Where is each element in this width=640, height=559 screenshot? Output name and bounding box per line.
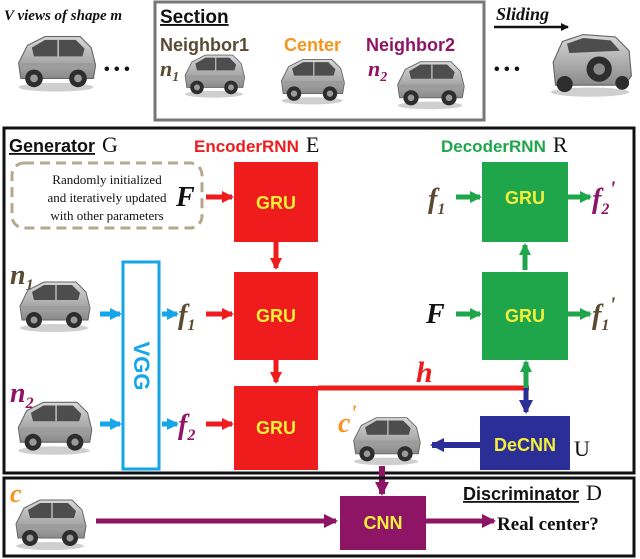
decoder-output-f1-prime: f1' (592, 292, 615, 334)
decoder-output-f2-main: f (592, 184, 604, 215)
section-title: Section (160, 7, 229, 28)
discriminator-panel: Discriminator D c CNN Real center? (2, 476, 636, 558)
c-prime-symbol: c' (338, 400, 357, 439)
init-note-line-2: and iteratively updated (47, 190, 167, 205)
decoder-title-text: DecoderRNN (441, 137, 546, 156)
encoder-gru-3-label: GRU (256, 418, 296, 438)
init-note-line-3: with other parameters (50, 208, 163, 223)
views-label: V views of shape m (4, 8, 122, 24)
vgg-label: VGG (129, 342, 154, 391)
generated-center-car (352, 416, 421, 466)
decoder-gru-mid-label: GRU (505, 306, 545, 326)
decoder-input-f1-main: f (428, 184, 440, 215)
generator-box (2, 126, 636, 475)
decoder-title: DecoderRNN R (441, 132, 568, 157)
f1-feature: f1 (178, 300, 195, 334)
vgg-box (121, 260, 161, 471)
encoder-gru-1 (234, 162, 318, 242)
section-box (153, 0, 486, 122)
n1-input-car (19, 281, 91, 333)
neighbor1-label: Neighbor1 (160, 35, 249, 55)
decoder-input-f1-sub: 1 (437, 201, 445, 218)
discriminator-title: Discriminator D (463, 480, 602, 505)
real-center-car (15, 499, 87, 551)
init-note-line-1: Randomly initialized (52, 172, 162, 187)
center-label: Center (284, 35, 341, 55)
cnn-box (340, 496, 426, 550)
generator-panel: Generator G Randomly initialized and ite… (2, 126, 636, 475)
view-car-right (550, 34, 632, 98)
decoder-gru-mid (482, 272, 568, 360)
sliding-label: Sliding (496, 4, 549, 24)
generator-title: Generator G (9, 132, 118, 157)
center-car (280, 58, 346, 106)
encoder-gru-2-label: GRU (256, 306, 296, 326)
decoder-output-f1-main: f (592, 300, 604, 331)
f2-feature-main: f (178, 410, 190, 441)
c-prime-symbol-main: c (338, 408, 351, 439)
view-car-left (17, 35, 97, 93)
discriminator-box (2, 476, 636, 558)
real-center-output: Real center? (497, 514, 599, 535)
generator-title-text: Generator (9, 136, 95, 156)
dots-right: • • • (494, 61, 520, 78)
decoder-output-f1-prime-mark: ' (609, 292, 615, 317)
f2-feature-sub: 2 (186, 427, 195, 444)
encoder-gru-1-label: GRU (256, 193, 296, 213)
encoder-title: EncoderRNN E (194, 132, 319, 157)
n2-symbol: n2 (10, 378, 34, 412)
decoder-input-f1: f1 (428, 184, 445, 218)
cnn-label: CNN (364, 513, 403, 533)
decnn-label: DeCNN (494, 435, 556, 455)
neighbor2-symbol-main: n (368, 56, 380, 81)
c-prime-symbol-mark: ' (350, 400, 356, 425)
discriminator-symbol: D (586, 480, 602, 505)
generator-symbol: G (102, 132, 118, 157)
neighbor2-car (396, 60, 465, 110)
neighbor1-symbol-main: n (160, 56, 172, 81)
neighbor2-label: Neighbor2 (366, 35, 455, 55)
f1-feature-main: f (178, 300, 190, 331)
neighbor1-symbol-sub: 1 (172, 70, 179, 85)
decoder-output-f2-prime-mark: ' (609, 176, 615, 201)
encoder-title-text: EncoderRNN (194, 137, 299, 156)
f2-feature: f2 (178, 410, 195, 444)
decnn-box (480, 416, 570, 470)
n1-symbol-main: n (10, 260, 26, 291)
f1-feature-sub: 1 (187, 317, 195, 334)
discriminator-title-text: Discriminator (463, 484, 579, 504)
decoder-output-f2-sub: 2 (600, 201, 609, 218)
init-note-box (10, 161, 204, 230)
decoder-output-f1-sub: 1 (601, 317, 609, 334)
n1-symbol-sub: 1 (26, 277, 34, 294)
hidden-state-label: h (416, 356, 433, 389)
decoder-gru-top-label: GRU (505, 188, 545, 208)
encoder-gru-3 (234, 386, 318, 470)
dots-left: • • • (104, 61, 130, 78)
n1-symbol: n1 (10, 260, 34, 294)
neighbor1-car (184, 54, 246, 99)
neighbor2-symbol-sub: 2 (379, 70, 387, 85)
decoder-symbol: R (553, 132, 568, 157)
F-input-label: F (175, 182, 195, 213)
neighbor1-symbol: n1 (160, 56, 179, 85)
decoder-input-F: F (425, 299, 445, 330)
encoder-symbol: E (306, 132, 319, 157)
neighbor2-symbol: n2 (368, 56, 387, 85)
real-center-symbol: c (10, 479, 22, 508)
decnn-symbol: U (574, 436, 590, 461)
n2-symbol-sub: 2 (25, 395, 34, 412)
encoder-gru-2 (234, 272, 318, 360)
n2-input-car (17, 401, 93, 456)
decoder-gru-top (482, 162, 568, 242)
top-row: V views of shape m • • • Section Neighbo… (4, 0, 632, 122)
decoder-output-f2-prime: f2' (592, 176, 615, 218)
n2-symbol-main: n (10, 378, 26, 409)
